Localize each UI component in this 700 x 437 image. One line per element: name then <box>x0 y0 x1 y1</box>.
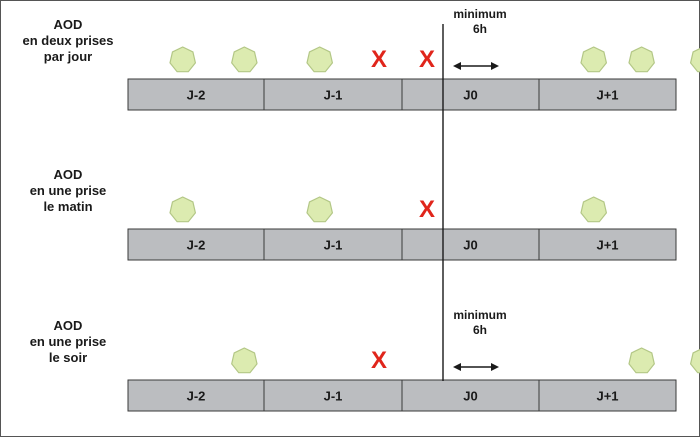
x-mark-icon: X <box>419 196 435 223</box>
timeline-segment <box>263 78 403 111</box>
day-label: J+1 <box>596 238 618 253</box>
heptagon-icon <box>169 46 197 73</box>
heptagon-icon <box>306 196 334 223</box>
timeline-segment <box>538 379 677 412</box>
timeline-segment <box>401 228 540 261</box>
day-label: J0 <box>463 88 477 103</box>
heptagon-icon <box>169 196 197 223</box>
day-label: J+1 <box>596 389 618 404</box>
x-mark-icon: X <box>371 347 387 374</box>
day-label: J-2 <box>187 238 206 253</box>
heptagon-icon <box>231 46 258 73</box>
day-label: J-2 <box>187 88 206 103</box>
day-label: J0 <box>463 389 477 404</box>
timeline-segment <box>538 78 677 111</box>
timeline-segment <box>263 228 403 261</box>
row-label-line: AOD <box>54 318 83 333</box>
arrow-right-icon <box>491 62 499 70</box>
heptagon-icon <box>689 47 700 73</box>
heptagon-icon <box>628 46 655 73</box>
row-label-line: en une prise <box>30 334 107 349</box>
heptagon-icon <box>231 347 258 374</box>
row-label-line: par jour <box>44 49 92 64</box>
day-label: J0 <box>463 238 477 253</box>
row-label-line: en deux prises <box>22 33 113 48</box>
interval-note-line: minimum <box>453 308 506 322</box>
heptagon-icon <box>580 46 608 73</box>
timeline-segment <box>401 379 540 412</box>
row-label-line: le soir <box>49 350 87 365</box>
timeline-segment <box>127 78 265 111</box>
row-label-line: le matin <box>43 199 92 214</box>
timeline-segment <box>538 228 677 261</box>
heptagon-icon <box>689 348 700 374</box>
arrow-right-icon <box>491 363 499 371</box>
interval-note-line: 6h <box>473 323 487 337</box>
day-label: J-1 <box>324 238 343 253</box>
heptagon-icon <box>580 196 608 223</box>
x-mark-icon: X <box>371 46 387 73</box>
day-label: J-1 <box>324 88 343 103</box>
day-label: J+1 <box>596 88 618 103</box>
day-label: J-1 <box>324 389 343 404</box>
interval-note-line: minimum <box>453 7 506 21</box>
day-label: J-2 <box>187 389 206 404</box>
timeline-segment <box>127 379 265 412</box>
arrow-left-icon <box>453 62 461 70</box>
interval-note-line: 6h <box>473 22 487 36</box>
row-label-line: en une prise <box>30 183 107 198</box>
row-label-line: AOD <box>54 17 83 32</box>
x-mark-icon: X <box>419 46 435 73</box>
heptagon-icon <box>628 347 655 374</box>
heptagon-icon <box>306 46 334 73</box>
row-label-line: AOD <box>54 167 83 182</box>
arrow-left-icon <box>453 363 461 371</box>
